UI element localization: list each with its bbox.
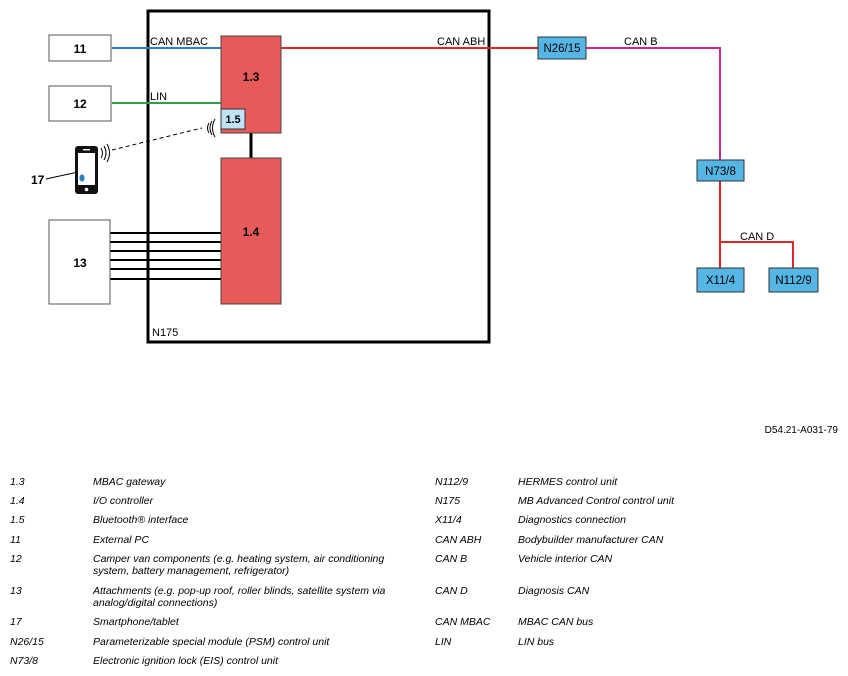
legend-code: 1.3 bbox=[10, 476, 25, 488]
can-d-label: CAN D bbox=[740, 231, 774, 243]
can-d-line bbox=[720, 241, 794, 268]
component-13-box bbox=[48, 219, 111, 305]
component-11-box bbox=[48, 34, 112, 62]
legend-code: N112/9 bbox=[435, 476, 469, 488]
legend-code: 1.5 bbox=[10, 514, 25, 526]
legend-code: 17 bbox=[10, 616, 22, 628]
x11-4-label: X11/4 bbox=[706, 275, 736, 287]
legend-desc: HERMES control unit bbox=[518, 476, 618, 488]
legend-code: N175 bbox=[435, 495, 461, 507]
legend-desc: MBAC gateway bbox=[93, 476, 166, 488]
legend-code: LIN bbox=[435, 636, 452, 648]
legend-code: 13 bbox=[10, 585, 22, 597]
bluetooth-interface-box bbox=[220, 108, 246, 130]
legend-desc: Vehicle interior CAN bbox=[518, 553, 613, 565]
attachment-lines bbox=[110, 232, 221, 280]
n175-box bbox=[146, 9, 491, 344]
can-abh-label: CAN ABH bbox=[437, 36, 485, 48]
bluetooth-link bbox=[111, 127, 203, 151]
component-13-label: 13 bbox=[73, 256, 87, 270]
legend-code: N26/15 bbox=[10, 636, 44, 648]
bluetooth-wave-icon bbox=[207, 118, 216, 138]
legend-desc: External PC bbox=[93, 534, 150, 546]
legend-desc: Bluetooth® interface bbox=[93, 514, 189, 526]
component-12-box bbox=[48, 85, 112, 122]
mbac-gateway-label: 1.3 bbox=[243, 70, 260, 84]
legend-code: 11 bbox=[10, 534, 21, 546]
can-b-line bbox=[586, 47, 721, 160]
n112-9-label: N112/9 bbox=[775, 275, 811, 287]
component-17-pointer bbox=[45, 171, 79, 180]
component-17-label: 17 bbox=[31, 173, 45, 187]
legend-code: X11/4 bbox=[435, 514, 462, 526]
legend-desc: Camper van components (e.g. heating syst… bbox=[93, 553, 385, 577]
can-b-label: CAN B bbox=[624, 36, 658, 48]
x11-4-box bbox=[696, 267, 745, 293]
legend-desc: Smartphone/tablet bbox=[93, 616, 179, 628]
legend-desc: LIN bus bbox=[518, 636, 555, 648]
n26-15-label: N26/15 bbox=[543, 43, 580, 55]
legend-desc: Diagnostics connection bbox=[518, 514, 626, 526]
io-controller-module bbox=[220, 157, 282, 305]
io-controller-label: 1.4 bbox=[243, 225, 260, 239]
legend-left: 1.3 MBAC gateway 1.4 I/O controller 1.5 … bbox=[10, 476, 430, 676]
legend-desc: I/O controller bbox=[93, 495, 154, 507]
legend-desc: Attachments (e.g. pop-up roof, roller bl… bbox=[93, 585, 386, 609]
n73-8-box bbox=[696, 159, 745, 182]
n26-15-box bbox=[537, 36, 587, 60]
legend-code: CAN ABH bbox=[435, 534, 482, 546]
legend-code: 12 bbox=[10, 553, 22, 565]
legend-desc: Diagnosis CAN bbox=[518, 585, 590, 597]
legend-right: N112/9 HERMES control unit N175 MB Advan… bbox=[435, 476, 835, 656]
smartphone-icon bbox=[75, 146, 98, 194]
legend-desc: Electronic ignition lock (EIS) control u… bbox=[93, 655, 278, 667]
legend-desc: Bodybuilder manufacturer CAN bbox=[518, 534, 664, 546]
can-mbac-label: CAN MBAC bbox=[150, 36, 208, 48]
n73-8-label: N73/8 bbox=[705, 166, 736, 178]
legend-code: N73/8 bbox=[10, 655, 39, 667]
lin-label: LIN bbox=[150, 91, 167, 103]
wiring-diagram: N175 CAN MBAC LIN CAN ABH CAN B CAN D 11… bbox=[31, 9, 819, 344]
bluetooth-icon bbox=[79, 174, 85, 182]
phone-wave-icon bbox=[100, 143, 110, 163]
legend-code: CAN MBAC bbox=[435, 616, 491, 628]
component-12-label: 12 bbox=[73, 97, 87, 111]
n175-label: N175 bbox=[152, 327, 178, 339]
legend-desc: Parameterizable special module (PSM) con… bbox=[93, 636, 330, 648]
legend-desc: MBAC CAN bus bbox=[518, 616, 594, 628]
n112-9-box bbox=[768, 267, 819, 293]
component-11-label: 11 bbox=[74, 42, 87, 56]
legend-code: CAN B bbox=[435, 553, 468, 565]
legend-code: 1.4 bbox=[10, 495, 25, 507]
reference-code: D54.21-A031-79 bbox=[764, 425, 838, 436]
legend-desc: MB Advanced Control control unit bbox=[518, 495, 675, 507]
bluetooth-interface-label: 1.5 bbox=[225, 114, 240, 126]
legend-code: CAN D bbox=[435, 585, 468, 597]
